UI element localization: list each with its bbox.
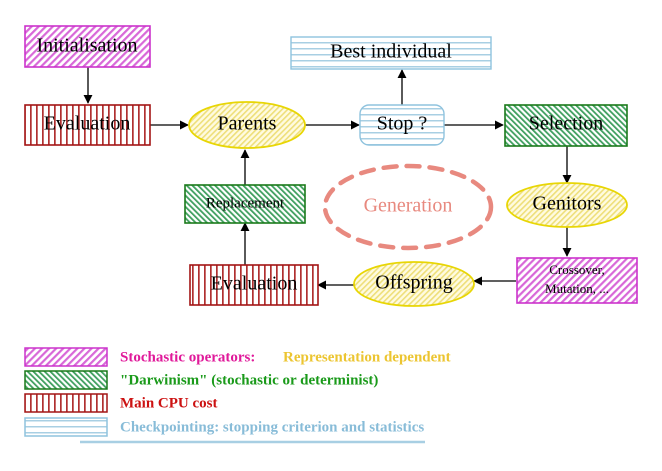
- node-genitors-label: Genitors: [533, 193, 602, 215]
- node-stop-label: Stop ?: [377, 113, 428, 135]
- node-selection-label: Selection: [529, 113, 603, 135]
- legend-row-checkpointing: Checkpointing: stopping criterion and st…: [24, 417, 425, 444]
- node-crossover-mutation[interactable]: Crossover, Mutation, ...: [516, 257, 638, 304]
- legend-label-main-cpu-cost: Main CPU cost: [120, 395, 218, 411]
- legend-label-darwinism: "Darwinism" (stochastic or determinist): [120, 372, 378, 388]
- legend: Stochastic operators: Representation dep…: [24, 347, 451, 444]
- legend-row-darwinism: "Darwinism" (stochastic or determinist): [24, 370, 378, 390]
- node-evaluation-bottom[interactable]: Evaluation: [189, 264, 319, 306]
- node-offspring[interactable]: Offspring: [353, 261, 475, 307]
- edges-group: [83, 67, 572, 290]
- legend-label-stochastic-operators: Stochastic operators:: [120, 349, 255, 365]
- node-parents[interactable]: Parents: [188, 101, 306, 149]
- node-replacement[interactable]: Replacement: [184, 184, 306, 224]
- red-vertical-swatch: [24, 393, 108, 413]
- blue-horizontal-swatch: [24, 417, 108, 437]
- node-initialisation[interactable]: Initialisation: [24, 25, 151, 68]
- node-stop[interactable]: Stop ?: [359, 104, 445, 146]
- magenta-hatch-swatch: [24, 347, 108, 367]
- node-evaluation-bottom-label: Evaluation: [211, 273, 298, 295]
- node-best-individual[interactable]: Best individual: [290, 36, 492, 70]
- node-selection[interactable]: Selection: [504, 104, 628, 147]
- green-hatch-swatch: [24, 370, 108, 390]
- node-parents-label: Parents: [218, 113, 277, 135]
- legend-label-checkpointing: Checkpointing: stopping criterion and st…: [120, 419, 424, 435]
- legend-label-representation-dependent: Representation dependent: [283, 349, 451, 365]
- node-genitors[interactable]: Genitors: [506, 182, 628, 228]
- legend-row-stochastic-operators: Stochastic operators: Representation dep…: [24, 347, 451, 367]
- legend-row-main-cpu-cost: Main CPU cost: [24, 393, 218, 413]
- node-initialisation-label: Initialisation: [36, 35, 137, 57]
- node-generation-annotation: Generation: [322, 163, 494, 251]
- node-replacement-label: Replacement: [206, 195, 285, 211]
- node-crossover-label-line2: Mutation, ...: [545, 281, 609, 296]
- node-evaluation-top-label: Evaluation: [44, 113, 131, 135]
- node-generation-label: Generation: [364, 195, 453, 217]
- node-offspring-label: Offspring: [375, 272, 452, 294]
- node-evaluation-top[interactable]: Evaluation: [24, 104, 151, 146]
- node-crossover-label-line1: Crossover,: [549, 262, 604, 277]
- node-best-individual-label: Best individual: [330, 41, 452, 63]
